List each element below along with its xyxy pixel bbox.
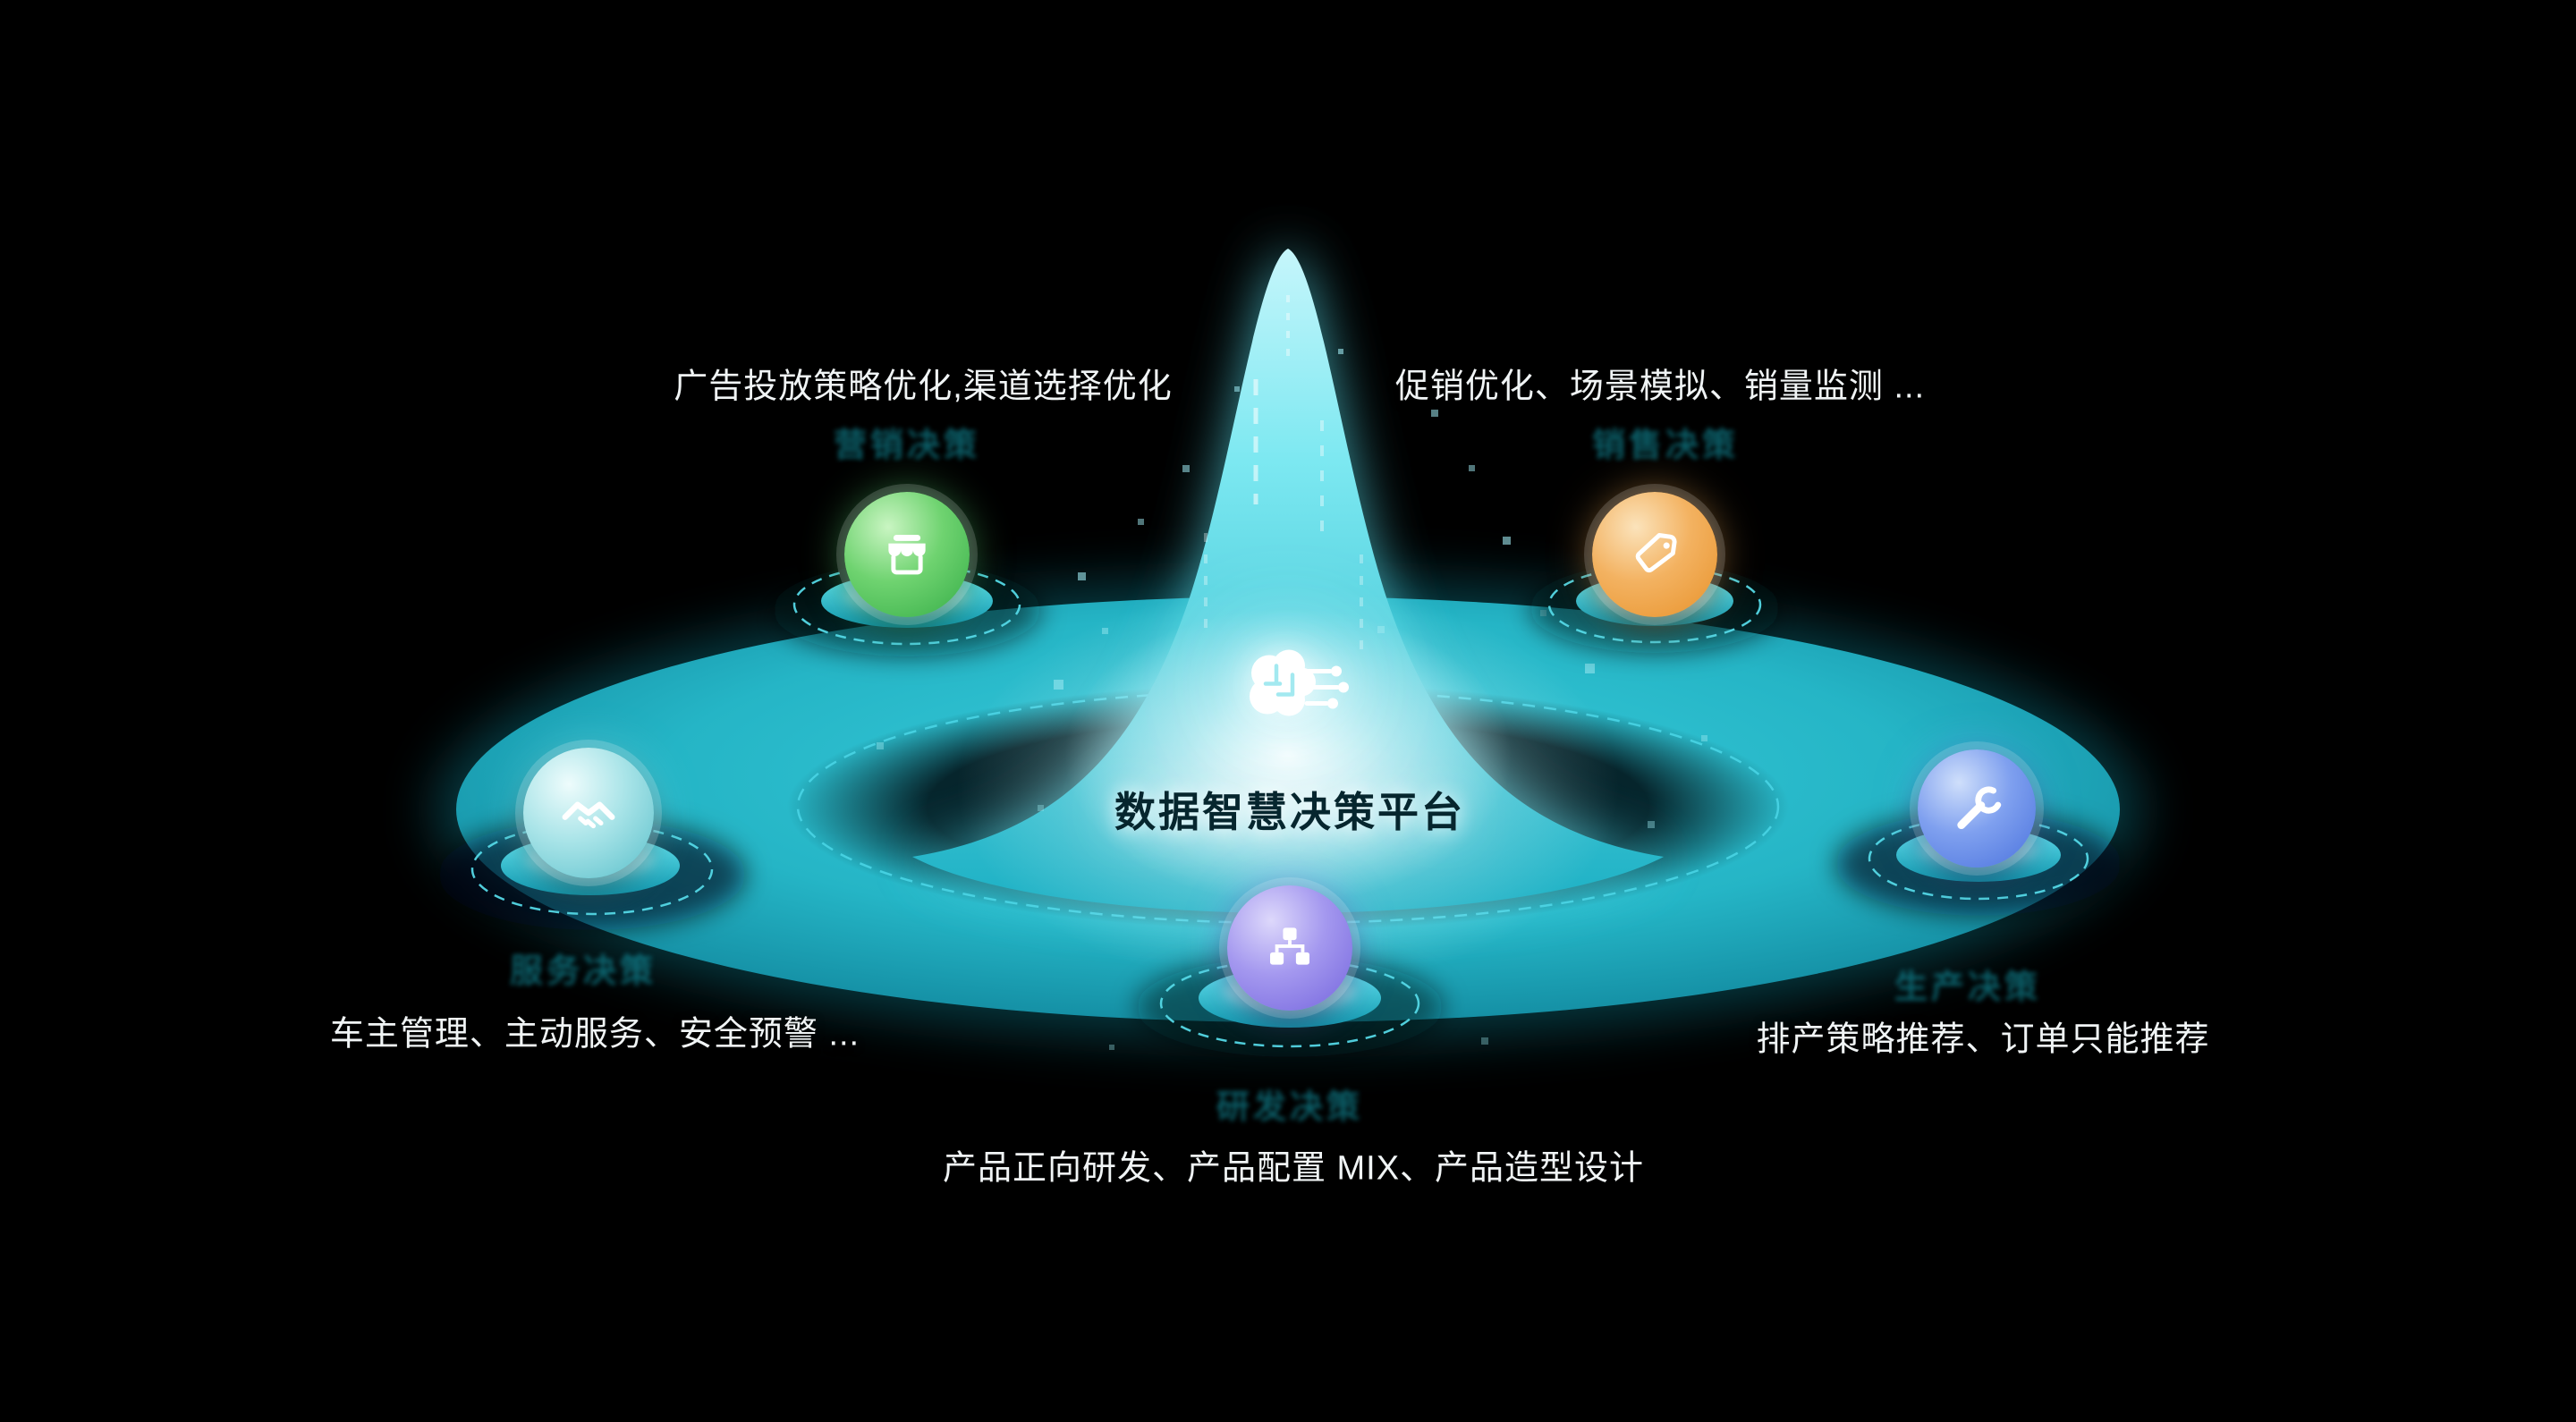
sales-label: 销售决策 — [1592, 427, 1739, 463]
wrench-icon — [1918, 749, 2036, 868]
service-label: 服务决策 — [510, 952, 657, 989]
sitemap-icon — [1227, 885, 1352, 1011]
brain-circuit-icon — [1214, 636, 1366, 757]
data-streams-decor — [1204, 295, 1363, 649]
sales-desc: 促销优化、场景模拟、销量监测 ... — [1394, 368, 1926, 406]
handshake-icon — [523, 748, 654, 878]
production-label: 生产决策 — [1894, 969, 2041, 1005]
service-desc: 车主管理、主动服务、安全预警 ... — [329, 1015, 860, 1054]
data-peak — [912, 249, 1664, 988]
rnd-label: 研发决策 — [1216, 1088, 1363, 1125]
production-desc: 排产策略推荐、订单只能推荐 — [1756, 1020, 2210, 1059]
marketing-label: 营销决策 — [834, 427, 980, 463]
price-tag-icon — [1592, 492, 1717, 617]
particles-decor — [877, 349, 1707, 1050]
storefront-icon — [844, 492, 970, 617]
marketing-desc: 广告投放策略优化,渠道选择优化 — [674, 368, 1173, 406]
rnd-desc: 产品正向研发、产品配置 MIX、产品造型设计 — [942, 1149, 1645, 1188]
platform-title: 数据智慧决策平台 — [1114, 789, 1465, 835]
